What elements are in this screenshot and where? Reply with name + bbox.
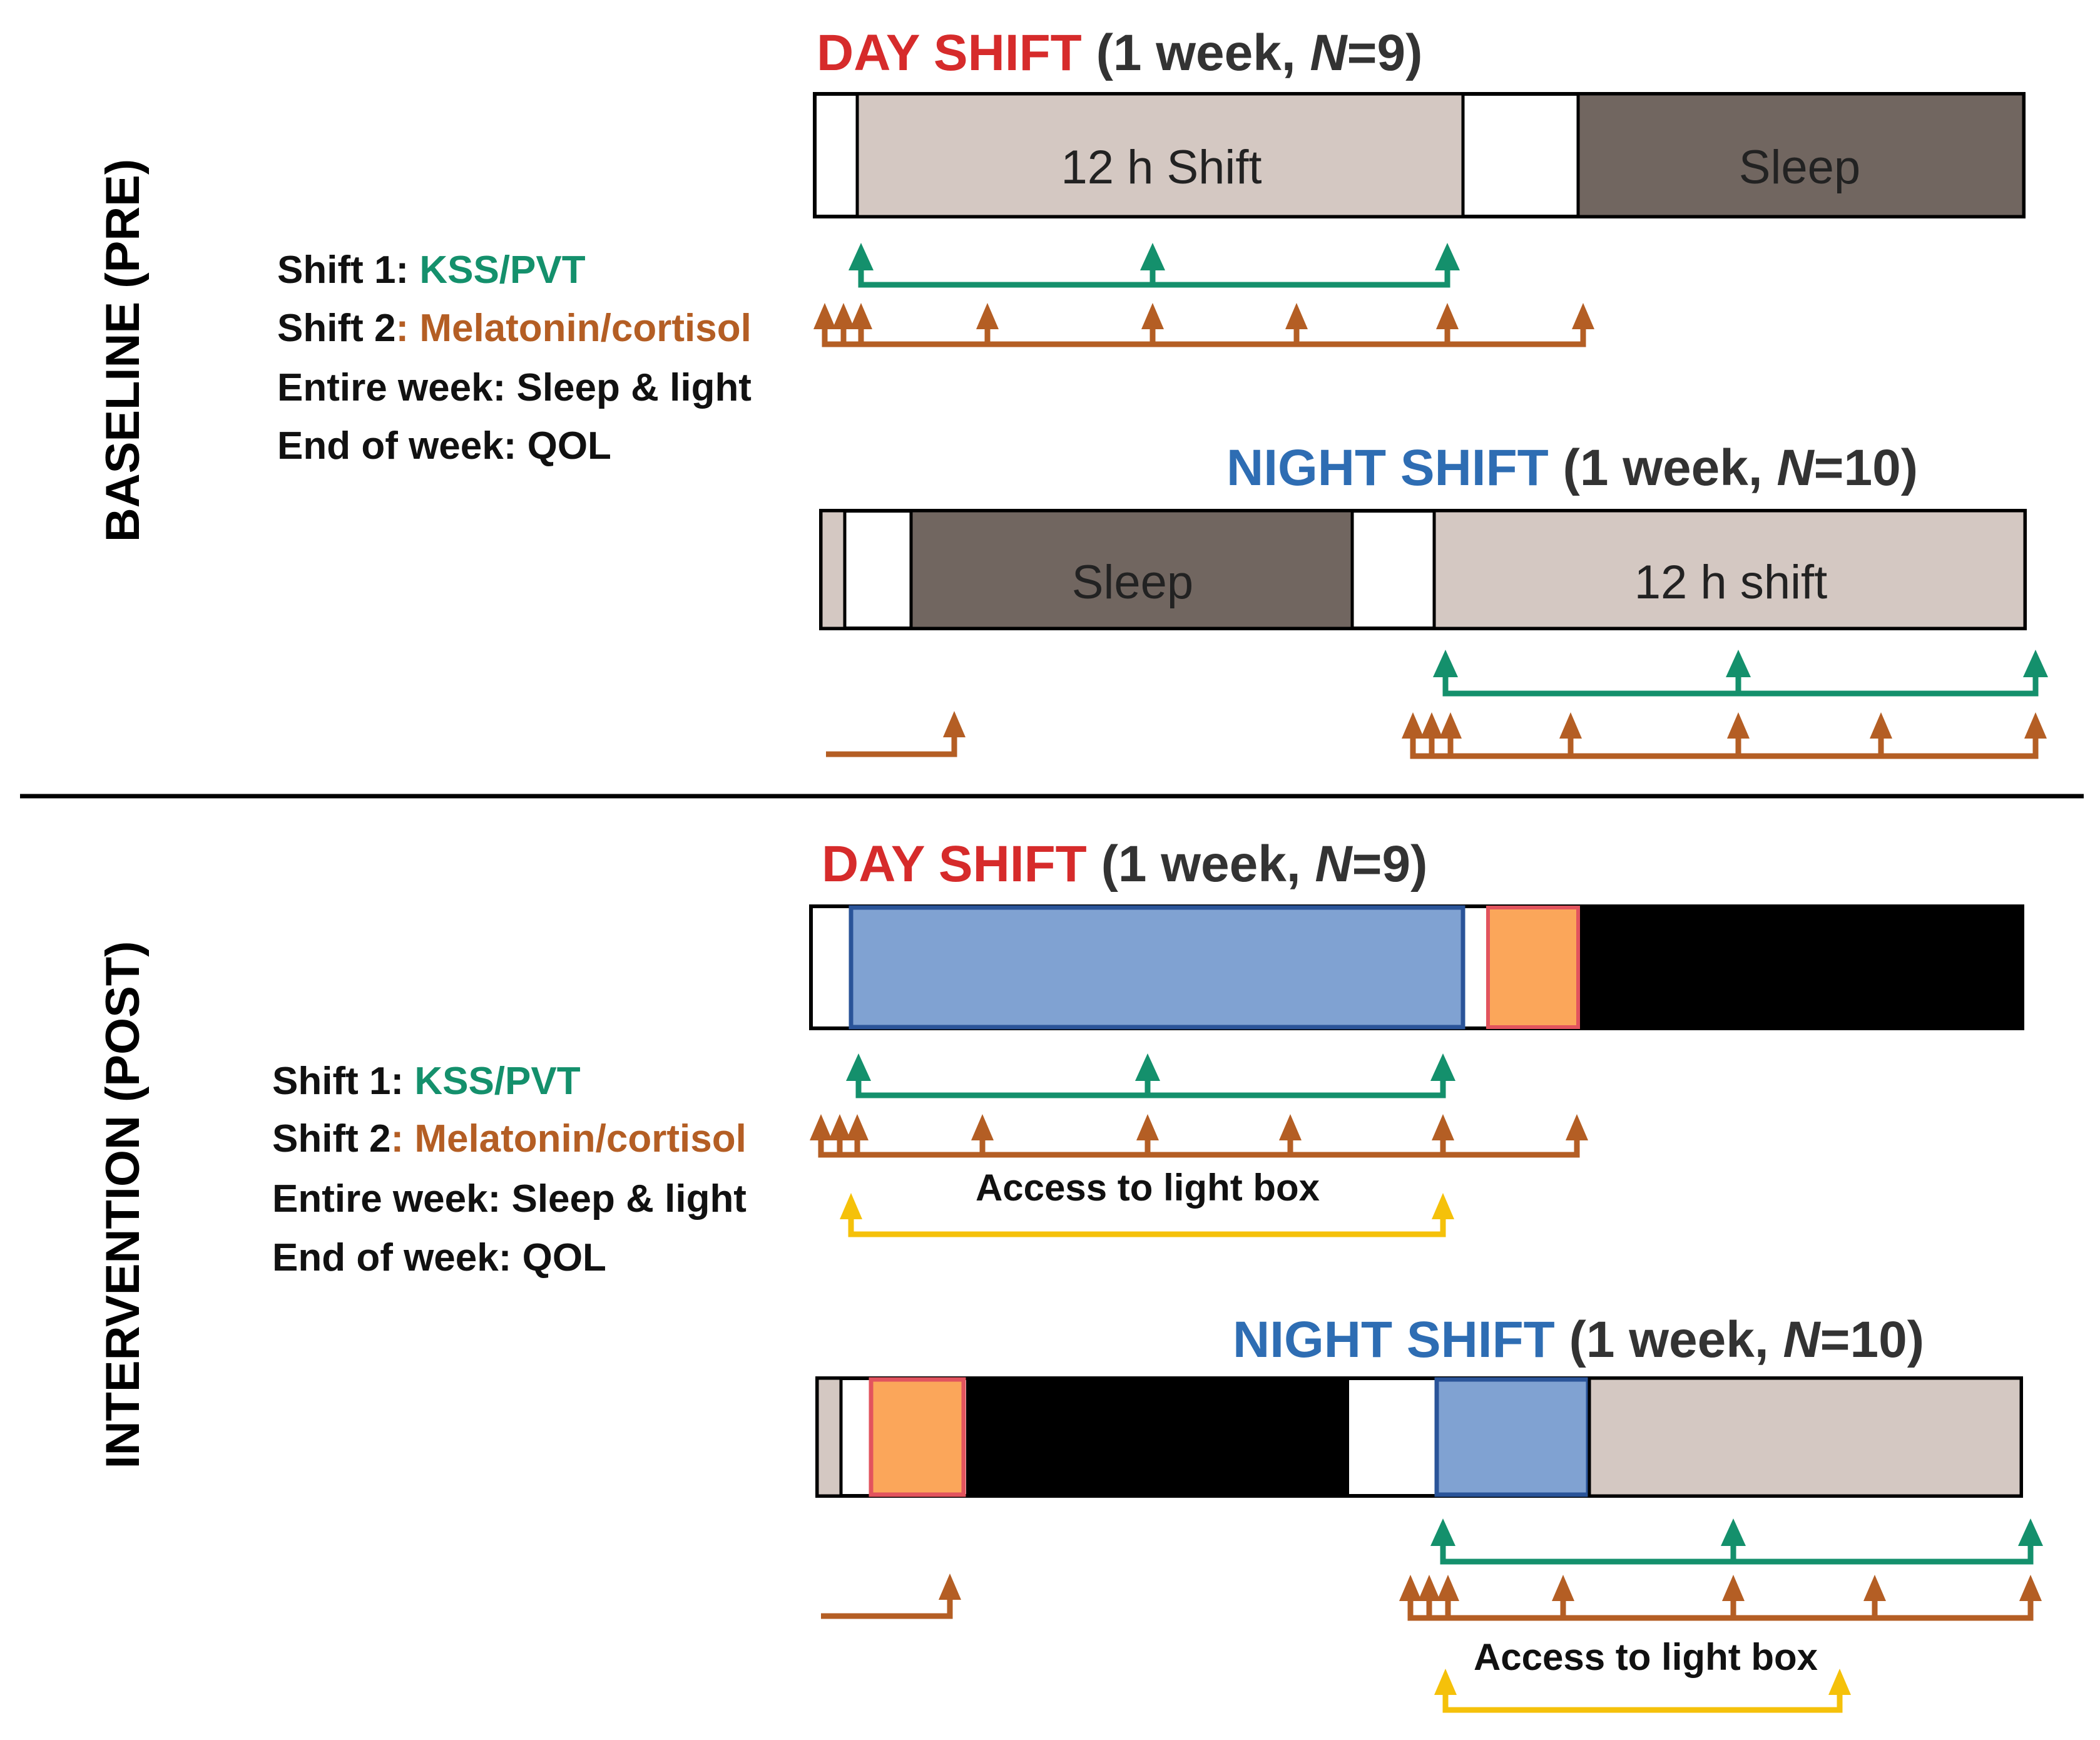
intervention-night-shift-tail bbox=[815, 1376, 843, 1498]
baseline-day-sleep-label: Sleep bbox=[1739, 141, 1860, 194]
section-label-intervention: INTERVENTION (POST) bbox=[96, 941, 150, 1468]
intervention-entire-week-label: Entire week: Sleep & light bbox=[272, 1177, 747, 1221]
intervention-night-bar bbox=[815, 1376, 2023, 1498]
intervention-night-title: NIGHT SHIFT (1 week, N=10) bbox=[1233, 1311, 1924, 1368]
section-label-baseline: BASELINE (PRE) bbox=[96, 159, 150, 542]
intervention-night-title-p2: =10) bbox=[1820, 1311, 1924, 1368]
intervention-night-melatonin-timeline bbox=[821, 1595, 2034, 1621]
intervention-day-melatonin-timeline bbox=[818, 1133, 1580, 1158]
baseline-night-bar: Sleep 12 h shift bbox=[819, 509, 2027, 630]
baseline-shift1-value: KSS/PVT bbox=[419, 248, 585, 292]
intervention-day-title-p2: =9) bbox=[1352, 836, 1428, 893]
intervention-day-melatonin-arrowheads bbox=[810, 1114, 1588, 1140]
intervention-shift1-prefix: Shift 1: bbox=[272, 1060, 414, 1103]
intervention-night-title-p1: (1 week, bbox=[1555, 1311, 1783, 1368]
intervention-measure-labels: Shift 1: KSS/PVT Shift 2: Melatonin/cort… bbox=[272, 1060, 747, 1279]
baseline-day-kss-arrowheads bbox=[849, 243, 1460, 270]
baseline-entire-week-label: Entire week: Sleep & light bbox=[277, 366, 752, 409]
baseline-shift2-prefix: Shift 2 bbox=[277, 307, 395, 350]
intervention-night-lightbox-arrowheads bbox=[1434, 1669, 1851, 1695]
baseline-day-shift-block bbox=[855, 92, 1465, 218]
intervention-night-lightbox-timeline bbox=[1442, 1690, 1843, 1713]
baseline-day-melatonin-arrowheads bbox=[813, 303, 1594, 329]
intervention-shift2-value: : Melatonin/cortisol bbox=[390, 1117, 746, 1160]
intervention-shift1-label: Shift 1: KSS/PVT bbox=[272, 1060, 581, 1103]
baseline-night-kss-arrowheads bbox=[1433, 650, 2048, 677]
baseline-night-shift-tail bbox=[819, 509, 847, 630]
baseline-day-title: DAY SHIFT (1 week, N=9) bbox=[817, 24, 1422, 81]
intervention-night-title-n: N bbox=[1783, 1311, 1821, 1368]
intervention-shift1-value: KSS/PVT bbox=[414, 1060, 580, 1103]
intervention-night-blue-light-block bbox=[1434, 1377, 1591, 1497]
baseline-shift2-label: Shift 2: Melatonin/cortisol bbox=[277, 307, 752, 350]
baseline-night-melatonin-arrowheads bbox=[943, 711, 2047, 739]
baseline-day-title-n: N bbox=[1310, 24, 1348, 81]
intervention-day-bar bbox=[809, 904, 2024, 1030]
intervention-day-lightbox-timeline bbox=[848, 1214, 1446, 1237]
intervention-shift2-label: Shift 2: Melatonin/cortisol bbox=[272, 1117, 747, 1160]
baseline-day-shift-word: DAY SHIFT bbox=[817, 24, 1082, 81]
intervention-day-shift-word: DAY SHIFT bbox=[822, 836, 1087, 893]
baseline-night-sleep-block bbox=[909, 509, 1354, 630]
intervention-night-kss-arrowheads bbox=[1430, 1518, 2043, 1546]
intervention-day-blue-light-block bbox=[849, 905, 1465, 1030]
intervention-night-dark-block bbox=[966, 1378, 1349, 1496]
intervention-night-shift-word: NIGHT SHIFT bbox=[1233, 1311, 1555, 1368]
baseline-night-title-p2: =10) bbox=[1814, 439, 1918, 496]
intervention-day-dark-block bbox=[1580, 906, 2022, 1028]
intervention-day-orange-block bbox=[1486, 906, 1580, 1029]
baseline-night-sleep-label: Sleep bbox=[1072, 556, 1193, 609]
baseline-shift2-value: : Melatonin/cortisol bbox=[395, 307, 751, 350]
baseline-day-sleep-block bbox=[1576, 92, 2026, 218]
intervention-day-lightbox-arrowheads bbox=[840, 1193, 1454, 1219]
baseline-measure-labels: Shift 1: KSS/PVT Shift 2: Melatonin/cort… bbox=[277, 248, 752, 468]
baseline-night-shift-block bbox=[1432, 509, 2027, 630]
intervention-day-title-n: N bbox=[1315, 836, 1353, 893]
baseline-day-bar: 12 h Shift Sleep bbox=[813, 92, 2026, 218]
baseline-night-title-p1: (1 week, bbox=[1549, 439, 1777, 496]
intervention-shift2-prefix: Shift 2 bbox=[272, 1117, 390, 1160]
baseline-night-title-n: N bbox=[1776, 439, 1815, 496]
baseline-shift1-prefix: Shift 1: bbox=[277, 248, 419, 292]
baseline-night-shift-label: 12 h shift bbox=[1634, 556, 1827, 609]
intervention-day-kss-arrowheads bbox=[846, 1053, 1455, 1081]
intervention-night-lightbox-label: Access to light box bbox=[1474, 1636, 1818, 1678]
baseline-shift1-label: Shift 1: KSS/PVT bbox=[277, 248, 586, 292]
intervention-night-melatonin-arrowheads bbox=[939, 1574, 2042, 1601]
baseline-end-week-label: End of week: QOL bbox=[277, 424, 611, 468]
baseline-night-title: NIGHT SHIFT (1 week, N=10) bbox=[1226, 439, 1918, 496]
baseline-day-title-p1: (1 week, bbox=[1082, 24, 1310, 81]
baseline-night-shift-word: NIGHT SHIFT bbox=[1226, 439, 1549, 496]
intervention-day-lightbox-label: Access to light box bbox=[976, 1167, 1320, 1209]
intervention-day-title: DAY SHIFT (1 week, N=9) bbox=[822, 836, 1427, 893]
baseline-day-title-p2: =9) bbox=[1347, 24, 1423, 81]
intervention-night-shift-block bbox=[1588, 1376, 2023, 1498]
baseline-day-shift-label: 12 h Shift bbox=[1061, 141, 1262, 194]
intervention-day-title-p1: (1 week, bbox=[1087, 836, 1315, 893]
intervention-end-week-label: End of week: QOL bbox=[272, 1236, 606, 1279]
intervention-night-orange-block bbox=[869, 1377, 966, 1497]
baseline-day-melatonin-timeline bbox=[822, 322, 1586, 347]
